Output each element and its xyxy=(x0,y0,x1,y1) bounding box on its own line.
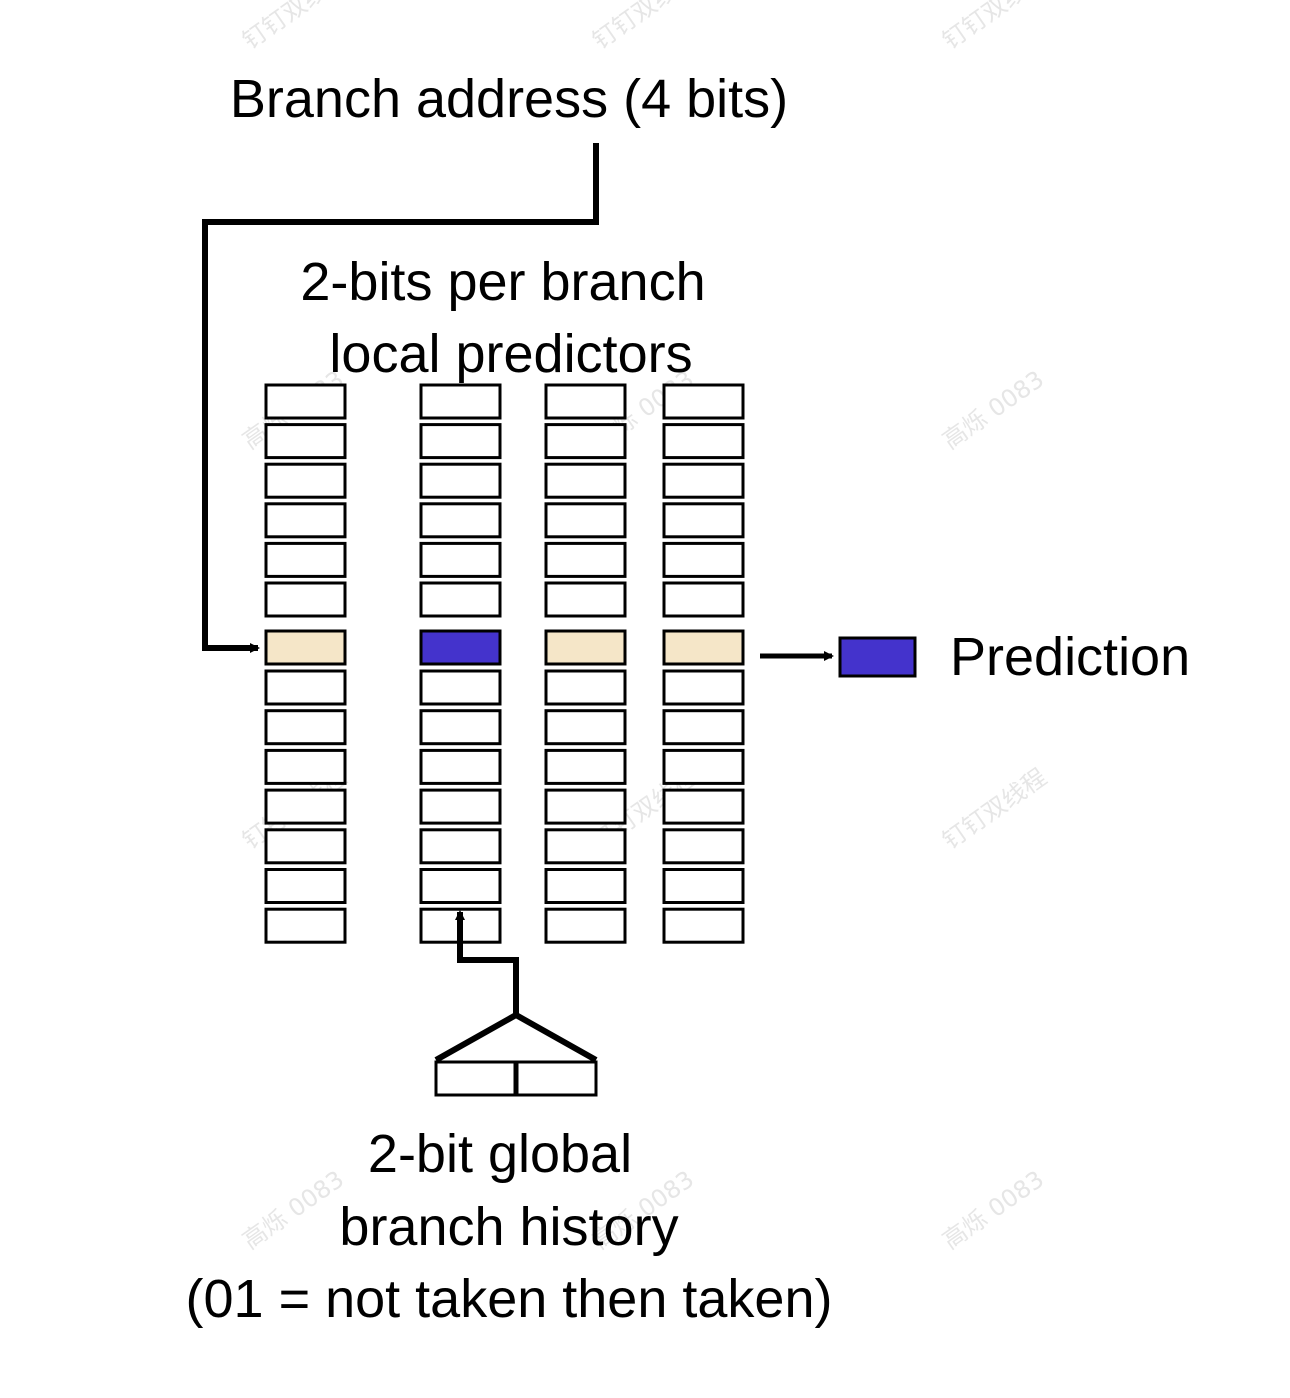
predictor-entry xyxy=(544,868,627,904)
predictor-entry xyxy=(544,423,627,460)
predictor-entry xyxy=(662,541,745,578)
watermark: 高烁 0083 xyxy=(937,365,1049,455)
watermark: 钉钉双线程 xyxy=(937,0,1051,55)
predictor-entry-indexed xyxy=(264,629,347,666)
prediction-output-box xyxy=(838,636,917,678)
predictor-entry xyxy=(662,748,745,785)
predictor-entry xyxy=(264,828,347,865)
predictor-entry xyxy=(264,868,347,904)
watermark: 钉钉双线程 xyxy=(937,763,1051,855)
predictor-entry xyxy=(544,581,627,618)
local-predictor-table xyxy=(264,383,745,944)
predictor-entry xyxy=(544,828,627,865)
predictor-entry xyxy=(264,907,347,944)
predictor-column xyxy=(264,383,347,944)
watermark: 高烁 0083 xyxy=(937,1165,1049,1255)
predictor-entry xyxy=(544,383,627,420)
watermark: 钉钉双线程 xyxy=(237,0,351,55)
history-bit-0 xyxy=(434,1060,518,1097)
global-history-label-line2: branch history xyxy=(339,1197,678,1257)
predictor-entry xyxy=(419,581,502,618)
predictor-entry xyxy=(419,423,502,460)
predictor-column xyxy=(662,383,745,944)
watermark: 高烁 0083 xyxy=(237,1165,349,1255)
predictor-entry xyxy=(419,868,502,904)
predictor-entry xyxy=(264,709,347,746)
global-history-label-line1: 2-bit global xyxy=(368,1124,632,1184)
predictor-entry-chosen xyxy=(419,629,502,666)
predictor-entry xyxy=(544,709,627,746)
predictor-entry xyxy=(662,383,745,420)
predictor-entry xyxy=(419,669,502,706)
predictor-entry xyxy=(662,709,745,746)
predictor-column xyxy=(544,383,627,944)
predictor-entry xyxy=(264,788,347,825)
predictor-entry xyxy=(544,541,627,578)
branch-address-arrow xyxy=(202,143,599,653)
global-history-fan-in xyxy=(434,1011,598,1063)
predictor-entry xyxy=(662,828,745,865)
predictor-entry xyxy=(544,788,627,825)
predictor-entry xyxy=(662,868,745,904)
predictor-entry xyxy=(264,581,347,618)
predictor-entry xyxy=(264,541,347,578)
predictor-entry xyxy=(419,462,502,499)
predictor-entry xyxy=(264,423,347,460)
predictor-entry xyxy=(544,462,627,499)
predictor-entry xyxy=(544,669,627,706)
predictor-entry xyxy=(419,541,502,578)
predictor-entry xyxy=(264,748,347,785)
predictor-entry xyxy=(662,462,745,499)
predictor-entry xyxy=(419,828,502,865)
predictor-entry xyxy=(544,502,627,539)
predictor-entry xyxy=(662,423,745,460)
predictor-entry xyxy=(419,383,502,420)
local-predictors-label-line2: local predictors xyxy=(329,324,692,384)
global-history-label-line3: (01 = not taken then taken) xyxy=(186,1269,833,1329)
prediction-label: Prediction xyxy=(950,627,1190,687)
predictor-entry-indexed xyxy=(544,629,627,666)
predictor-entry xyxy=(419,709,502,746)
predictor-entry xyxy=(419,502,502,539)
predictor-entry xyxy=(662,788,745,825)
branch-address-label: Branch address (4 bits) xyxy=(230,69,788,129)
predictor-entry xyxy=(544,907,627,944)
predictor-entry xyxy=(264,502,347,539)
watermark: 钉钉双线程 xyxy=(587,0,701,55)
predictor-entry xyxy=(662,907,745,944)
predictor-entry xyxy=(662,581,745,618)
local-predictors-label-line1: 2-bits per branch xyxy=(300,252,705,312)
predictor-entry xyxy=(662,502,745,539)
predictor-entry xyxy=(662,669,745,706)
predictor-entry xyxy=(264,383,347,420)
watermark-layer: 钉钉双线程 钉钉双线程 钉钉双线程 高烁 0083 高烁 0083 高烁 008… xyxy=(237,0,1051,1255)
predictor-entry xyxy=(419,748,502,785)
history-bit-1 xyxy=(514,1060,598,1097)
predictor-entry xyxy=(419,788,502,825)
predictor-entry xyxy=(544,748,627,785)
predictor-column xyxy=(419,383,502,944)
predictor-entry-indexed xyxy=(662,629,745,666)
global-history-arrow xyxy=(455,910,519,1015)
predictor-entry xyxy=(264,462,347,499)
predictor-entry xyxy=(264,669,347,706)
global-history-register xyxy=(434,1060,598,1097)
